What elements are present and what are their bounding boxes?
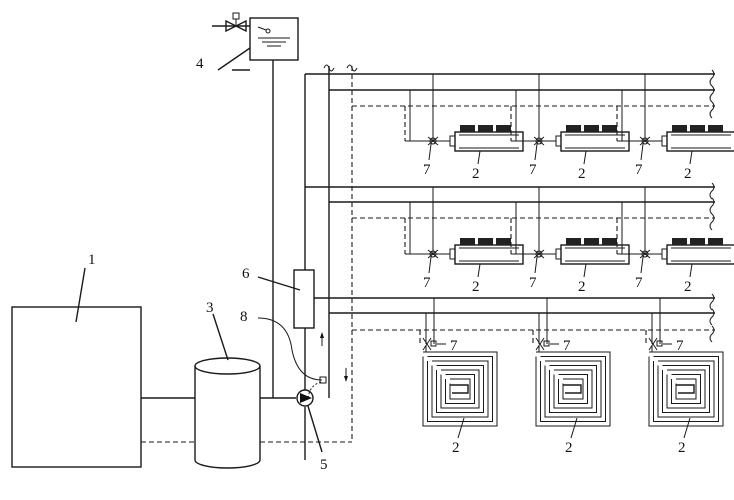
- arrow-up-icon: [320, 332, 324, 346]
- valve-icon: [427, 249, 439, 259]
- label-7: 7: [423, 162, 431, 178]
- component-6-box: [293, 269, 315, 329]
- tank-cylinder: [194, 357, 261, 469]
- label-1: 1: [88, 252, 96, 268]
- label-2: 2: [684, 279, 692, 295]
- floor-coil-icon: [648, 346, 724, 427]
- floor-coil-branch: 72: [645, 298, 724, 456]
- fan-coil-icon: [555, 125, 630, 152]
- valve-icon: [422, 337, 437, 351]
- floor-coil-icon: [422, 346, 498, 427]
- label-2: 2: [472, 166, 480, 182]
- label-7: 7: [529, 275, 537, 291]
- label-7: 7: [635, 275, 643, 291]
- label-5: 5: [320, 457, 328, 473]
- label-8: 8: [240, 309, 248, 325]
- label-2: 2: [678, 440, 686, 456]
- valve-icon: [533, 249, 545, 259]
- label-6: 6: [242, 266, 250, 282]
- valve-icon: [535, 337, 550, 351]
- heat-source-box: [11, 306, 142, 468]
- valve-icon: [533, 136, 545, 146]
- label-3: 3: [206, 300, 214, 316]
- label-7: 7: [563, 338, 571, 354]
- arrow-down-icon: [344, 368, 348, 382]
- fan-coil-icon: [449, 125, 524, 152]
- label-2: 2: [472, 279, 480, 295]
- floor-coil-icon: [535, 346, 611, 427]
- label-7: 7: [423, 275, 431, 291]
- fan-coil-icon: [661, 238, 734, 265]
- label-2: 2: [578, 166, 586, 182]
- fan-coil-icon: [555, 238, 630, 265]
- valve-icon: [639, 136, 651, 146]
- expansion-tank: [249, 17, 299, 61]
- label-7: 7: [529, 162, 537, 178]
- fan-coil-icon: [661, 125, 734, 152]
- float-valve-icon: [225, 12, 247, 33]
- pump-icon: [296, 389, 314, 407]
- fan-coil-icon: [449, 238, 524, 265]
- valve-icon: [639, 249, 651, 259]
- valve-icon: [427, 136, 439, 146]
- valve-icon: [648, 337, 663, 351]
- label-2: 2: [578, 279, 586, 295]
- label-7: 7: [676, 338, 684, 354]
- label-2: 2: [452, 440, 460, 456]
- label-4: 4: [196, 56, 204, 72]
- floor-coil-branch: 72: [419, 298, 498, 456]
- label-7: 7: [635, 162, 643, 178]
- label-2: 2: [565, 440, 573, 456]
- label-7: 7: [450, 338, 458, 354]
- floor-coil-branch: 72: [532, 298, 611, 456]
- label-2: 2: [684, 166, 692, 182]
